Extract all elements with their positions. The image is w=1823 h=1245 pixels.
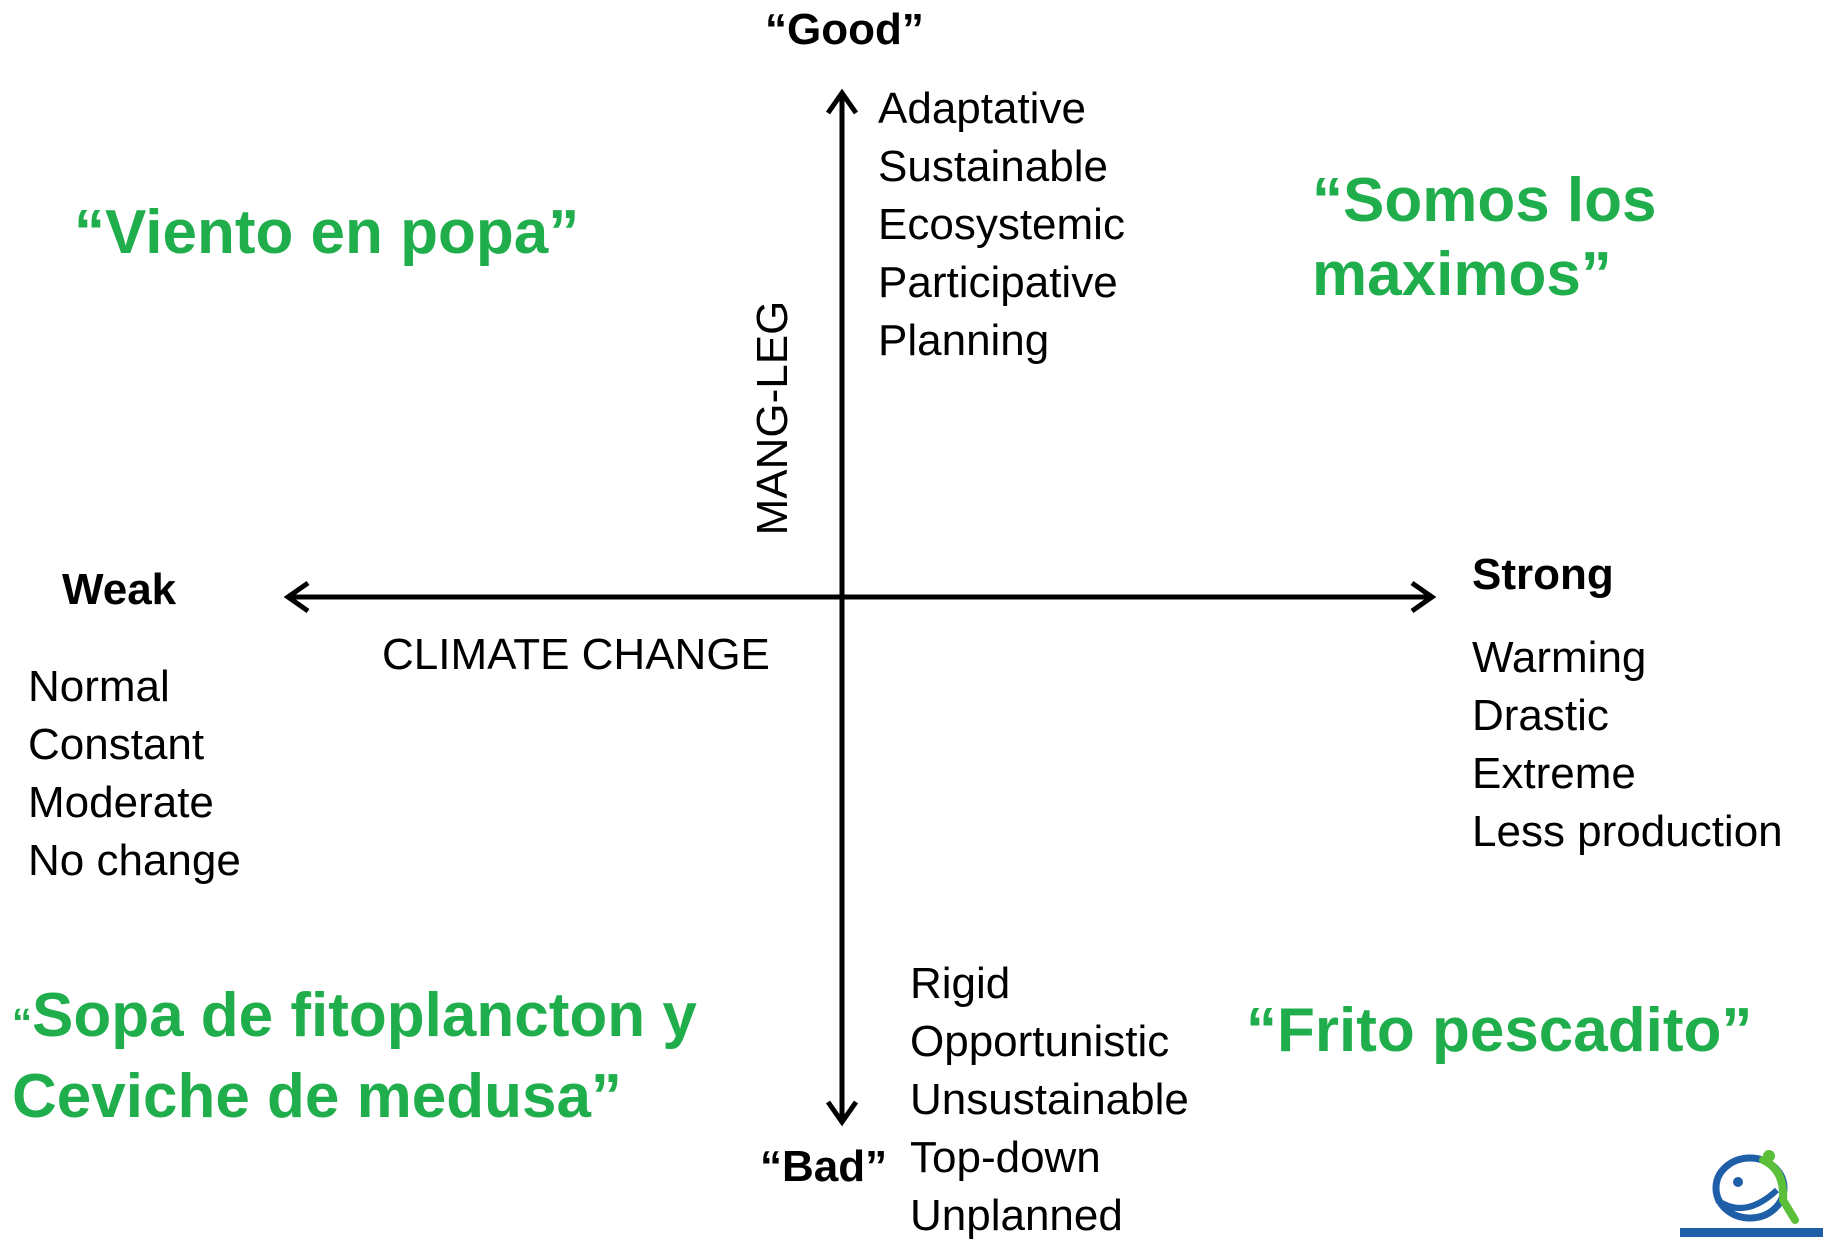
- weak-label: Weak: [62, 565, 177, 614]
- list-item: Ecosystemic: [878, 200, 1125, 249]
- list-item: Extreme: [1472, 749, 1636, 798]
- horizontal-arrow-left-head: [283, 580, 310, 614]
- list-item: Sustainable: [878, 142, 1108, 191]
- scenario-top-left: “Viento en popa”: [74, 198, 580, 267]
- list-item: Rigid: [910, 959, 1011, 1008]
- list-item: Top-down: [910, 1133, 1101, 1182]
- list-item: No change: [28, 836, 241, 885]
- mang-leg-axis-title: MANG-LEG: [748, 300, 797, 536]
- list-item: Unplanned: [910, 1191, 1123, 1240]
- list-item: Adaptative: [878, 84, 1086, 133]
- climate-change-axis-title: CLIMATE CHANGE: [382, 630, 770, 679]
- list-item: Opportunistic: [910, 1017, 1170, 1066]
- scenario-bottom-right: “Frito pescadito”: [1246, 996, 1753, 1065]
- scenario-top-right-line1: “Somos los: [1312, 166, 1657, 235]
- weak-items-list: Normal Constant Moderate No change: [28, 658, 241, 890]
- scenario-bottom-left-line2: Ceviche de medusa”: [12, 1062, 622, 1131]
- list-item: Warming: [1472, 633, 1647, 682]
- scenario-top-right-line2: maximos”: [1312, 240, 1612, 309]
- list-item: Moderate: [28, 778, 214, 827]
- strong-items-list: Warming Drastic Extreme Less production: [1472, 629, 1783, 861]
- horizontal-arrow-right-head: [1410, 580, 1437, 614]
- strong-label: Strong: [1472, 550, 1614, 599]
- list-item: Planning: [878, 316, 1050, 365]
- list-item: Unsustainable: [910, 1075, 1189, 1124]
- scenario-bottom-left: “Sopa de fitoplancton y Ceviche de medus…: [12, 979, 697, 1134]
- scenario-bottom-left-line1: “Sopa de fitoplancton y: [12, 981, 697, 1050]
- list-item: Normal: [28, 662, 170, 711]
- list-item: Drastic: [1472, 691, 1609, 740]
- bad-items-list: Rigid Opportunistic Unsustainable Top-do…: [910, 955, 1189, 1245]
- list-item: Less production: [1472, 807, 1783, 856]
- good-items-list: Adaptative Sustainable Ecosystemic Parti…: [878, 80, 1125, 370]
- scenario-top-right: “Somos los maximos”: [1312, 164, 1657, 312]
- list-item: Participative: [878, 258, 1118, 307]
- list-item: Constant: [28, 720, 205, 769]
- good-label: “Good”: [765, 5, 924, 54]
- opening-quote: “: [12, 1001, 32, 1045]
- vertical-arrow-down-head: [825, 1100, 859, 1127]
- vertical-arrow-up-head: [825, 88, 859, 115]
- bad-label: “Bad”: [760, 1142, 888, 1191]
- fish-person-logo-icon: [1680, 1150, 1823, 1237]
